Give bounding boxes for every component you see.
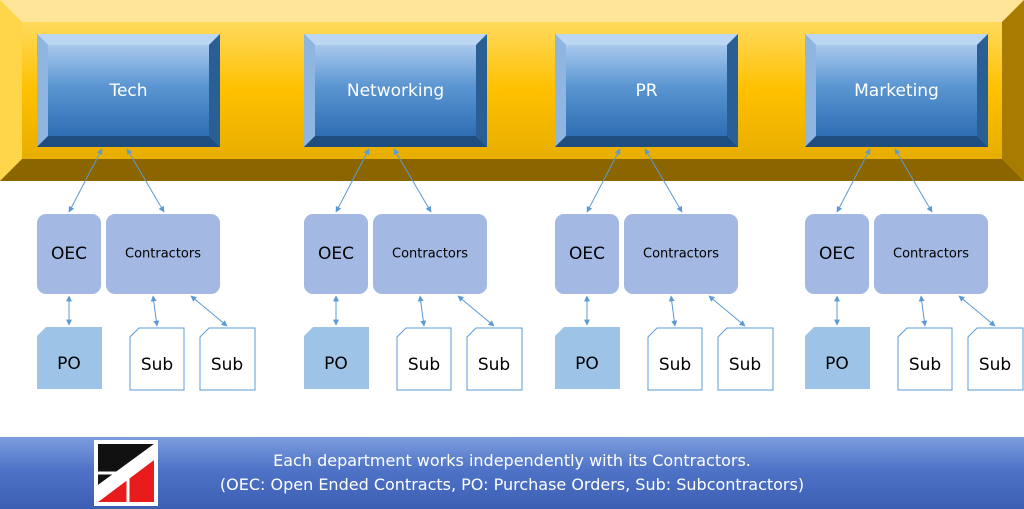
dept-oec-connector [335,148,370,213]
sub-document [967,327,1024,391]
contractors-sub-connector [417,295,427,327]
sub-document [647,327,703,391]
oec-label: OEC [819,244,855,264]
contractors-sub-connector [668,295,678,327]
footer-banner: Each department works independently with… [0,437,1024,509]
sub-document [129,327,185,391]
sub-label: Sub [141,355,173,375]
dept-contractors-connector [894,148,933,213]
dept-label-marketing: Marketing [854,81,939,101]
po-document [805,327,870,389]
contractors-sub-connector [708,295,746,327]
sub-document [396,327,452,391]
contractors-sub-connector [457,295,495,327]
oec-box [805,214,869,294]
oec-label: OEC [51,244,87,264]
contractors-label: Contractors [392,247,468,262]
dept-oec-connector [586,148,621,213]
sub-label: Sub [478,355,510,375]
sub-label: Sub [659,355,691,375]
sub-label: Sub [211,355,243,375]
po-document [555,327,620,389]
po-document [37,327,102,389]
dept-box-tech: Tech [37,34,220,147]
contractors-label: Contractors [643,247,719,262]
contractors-sub-connector [958,295,996,327]
contractors-box [624,214,738,294]
po-label: PO [575,354,599,374]
dept-label-tech: Tech [108,81,147,101]
oec-box [304,214,368,294]
contractors-sub-connector [918,295,928,327]
contractors-label: Contractors [125,247,201,262]
po-label: PO [57,354,81,374]
sub-label: Sub [729,355,761,375]
po-label: PO [324,354,348,374]
dept-label-networking: Networking [347,81,444,101]
oec-label: OEC [569,244,605,264]
dept-contractors-connector [644,148,683,213]
sub-document [897,327,953,391]
dept-box-pr: PR [555,34,738,147]
sub-label: Sub [909,355,941,375]
contractors-label: Contractors [893,247,969,262]
contractors-sub-connector [190,295,228,327]
oec-box [555,214,619,294]
po-document [304,327,369,389]
sub-document [466,327,523,391]
footer-caption: Each department works independently with… [0,449,1024,497]
sub-label: Sub [979,355,1011,375]
dept-box-networking: Networking [304,34,487,147]
oec-box [37,214,101,294]
po-label: PO [825,354,849,374]
oec-label: OEC [318,244,354,264]
dept-box-marketing: Marketing [805,34,988,147]
company-logo [94,440,158,506]
contractors-sub-connector [150,295,160,327]
org-diagram: Tech Networking PR Marketing OEC Contractors… [0,0,1024,391]
dept-contractors-connector [393,148,432,213]
contractors-box [106,214,220,294]
sub-label: Sub [408,355,440,375]
contractors-box [874,214,988,294]
dept-oec-connector [68,148,103,213]
sub-document [717,327,774,391]
footer-caption-line1: Each department works independently with… [273,451,751,470]
dept-contractors-connector [126,148,165,213]
sub-document [199,327,256,391]
dept-label-pr: PR [635,81,657,101]
footer-caption-line2: (OEC: Open Ended Contracts, PO: Purchase… [219,475,805,494]
contractors-box [373,214,487,294]
dept-oec-connector [836,148,871,213]
